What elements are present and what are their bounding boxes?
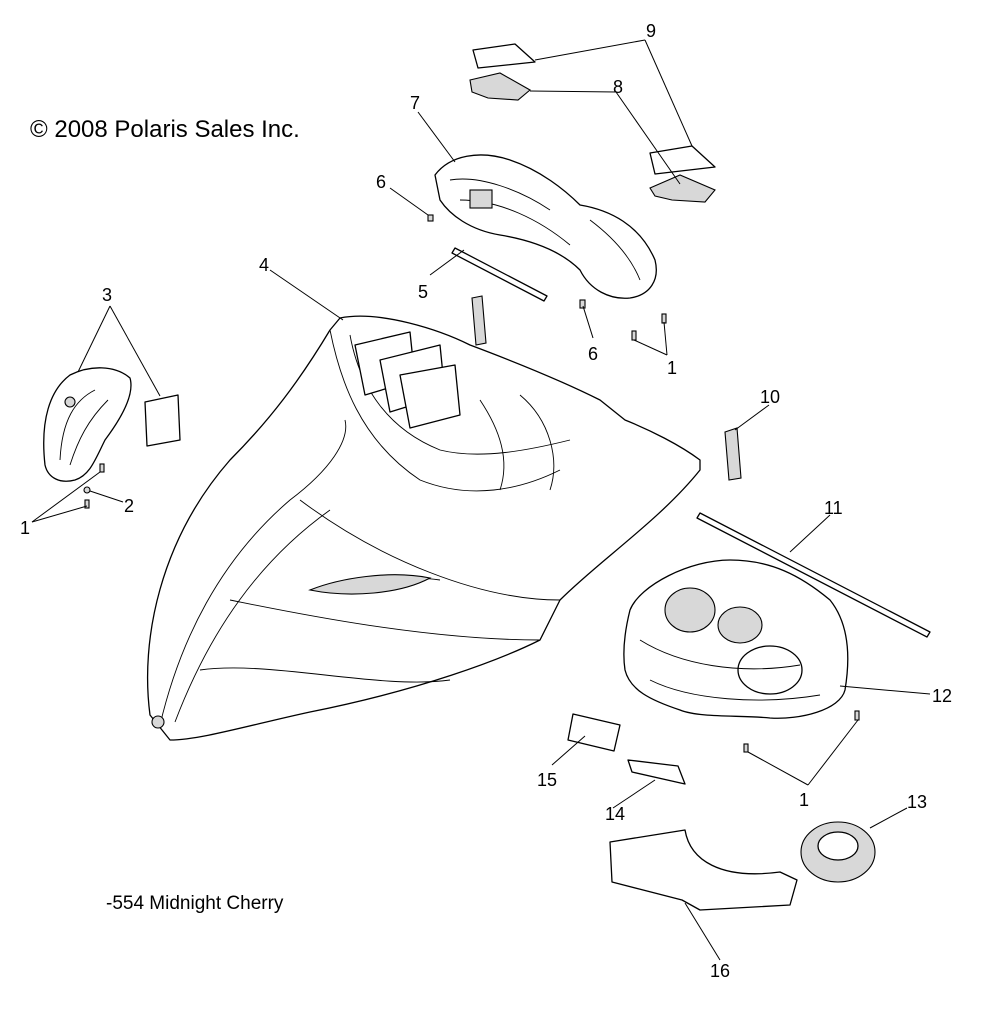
callout-7: 7 xyxy=(410,93,420,113)
washer-part-2 xyxy=(83,486,91,494)
screw-part-1a xyxy=(631,330,637,341)
rect-decal-part xyxy=(567,713,621,752)
clip-strip-part-upper xyxy=(471,295,487,346)
screw-part-1b xyxy=(661,313,667,324)
callout-1b: 1 xyxy=(20,518,30,538)
variant-note: -554 Midnight Cherry xyxy=(106,893,284,914)
callouts: 9 8 7 6 4 5 3 6 1 10 2 1 11 12 15 1 13 1… xyxy=(20,21,952,981)
callout-12: 12 xyxy=(932,686,952,706)
hood-part xyxy=(146,315,701,741)
callout-14: 14 xyxy=(605,804,625,824)
fastener-part-6b xyxy=(579,299,586,309)
pad-part-lower xyxy=(649,145,716,175)
callout-3: 3 xyxy=(102,285,112,305)
callout-1a: 1 xyxy=(667,358,677,378)
bracket-part-lower xyxy=(649,174,716,203)
callout-2: 2 xyxy=(124,496,134,516)
dash-console-part xyxy=(434,154,657,299)
callout-5: 5 xyxy=(418,282,428,302)
screw-part-1f xyxy=(854,710,860,721)
callout-8: 8 xyxy=(613,77,623,97)
screw-part-1e xyxy=(743,743,749,753)
long-strip-part xyxy=(696,512,931,638)
callout-10: 10 xyxy=(760,387,780,407)
callout-6b: 6 xyxy=(588,344,598,364)
screw-part-1c xyxy=(84,499,90,509)
rod-part xyxy=(451,247,548,302)
fastener-part-6a xyxy=(427,214,434,222)
callout-1c: 1 xyxy=(799,790,809,810)
intake-decal-part xyxy=(144,394,181,447)
foam-panel-part xyxy=(609,829,798,911)
copyright-notice: © 2008 Polaris Sales Inc. xyxy=(30,116,300,143)
side-intake-part xyxy=(43,367,132,482)
callout-16: 16 xyxy=(710,961,730,981)
ring-part xyxy=(800,821,876,883)
small-decal-part xyxy=(627,759,686,785)
callout-6a: 6 xyxy=(376,172,386,192)
callout-15: 15 xyxy=(537,770,557,790)
fuel-tank-part xyxy=(623,559,849,719)
clip-strip-part-lower xyxy=(724,427,742,481)
callout-4: 4 xyxy=(259,255,269,275)
pad-part-upper xyxy=(472,43,536,69)
leader-lines xyxy=(31,39,931,961)
callout-13: 13 xyxy=(907,792,927,812)
callout-11: 11 xyxy=(824,498,843,518)
bracket-part-upper xyxy=(469,72,531,101)
callout-9: 9 xyxy=(646,21,656,41)
screw-part-1d xyxy=(99,463,105,473)
